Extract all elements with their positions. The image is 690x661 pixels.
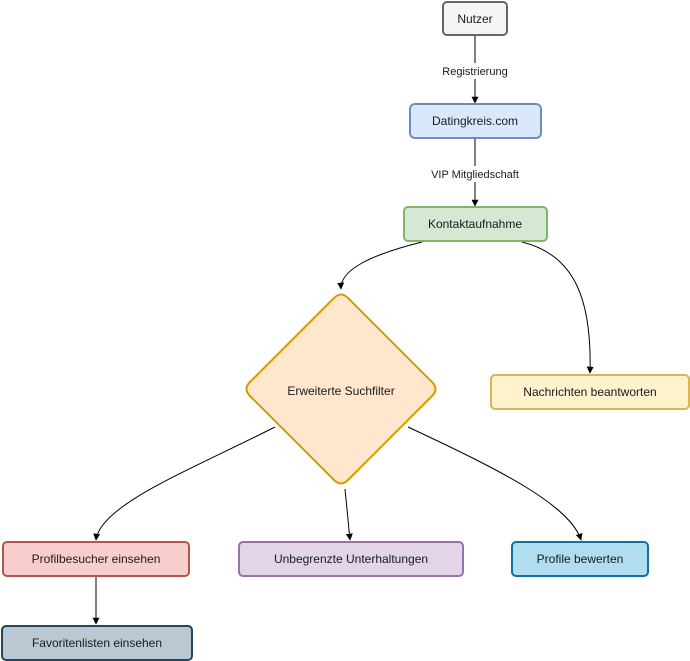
node-nutzer-label: Nutzer xyxy=(457,12,492,26)
node-nachrichten-label: Nachrichten beantworten xyxy=(523,385,656,399)
node-profilbesucher: Profilbesucher einsehen xyxy=(2,541,190,577)
node-suchfilter: Erweiterte Suchfilter xyxy=(245,293,437,485)
node-kontaktaufnahme: Kontaktaufnahme xyxy=(403,206,548,242)
edge-suchfilter-bewerten xyxy=(407,426,583,541)
node-bewerten: Profile bewerten xyxy=(511,541,649,577)
edge-suchfilter-unterhaltungen xyxy=(344,488,353,541)
node-unterhaltungen-label: Unbegrenzte Unterhaltungen xyxy=(274,552,428,566)
edge-suchfilter-profilbesucher xyxy=(93,426,276,541)
node-datingkreis-label: Datingkreis.com xyxy=(432,114,518,128)
edge-label-vip: VIP Mitgliedschaft xyxy=(431,169,519,181)
edge-kontakt-suchfilter xyxy=(337,241,423,290)
edge-label-bg xyxy=(426,166,524,182)
node-bewerten-label: Profile bewerten xyxy=(537,552,624,566)
node-profilbesucher-label: Profilbesucher einsehen xyxy=(32,552,161,566)
node-suchfilter-label: Erweiterte Suchfilter xyxy=(287,384,394,398)
node-nachrichten: Nachrichten beantworten xyxy=(490,374,690,410)
node-unterhaltungen: Unbegrenzte Unterhaltungen xyxy=(238,541,464,577)
node-datingkreis: Datingkreis.com xyxy=(409,103,542,139)
node-kontaktaufnahme-label: Kontaktaufnahme xyxy=(428,217,522,231)
node-favoriten-label: Favoritenlisten einsehen xyxy=(32,636,162,650)
node-favoriten: Favoritenlisten einsehen xyxy=(1,625,193,661)
edge-label-bg xyxy=(440,63,510,79)
edge-kontakt-nachrichten xyxy=(521,241,594,374)
edge-label-registrierung: Registrierung xyxy=(442,66,507,78)
node-nutzer: Nutzer xyxy=(442,1,508,36)
